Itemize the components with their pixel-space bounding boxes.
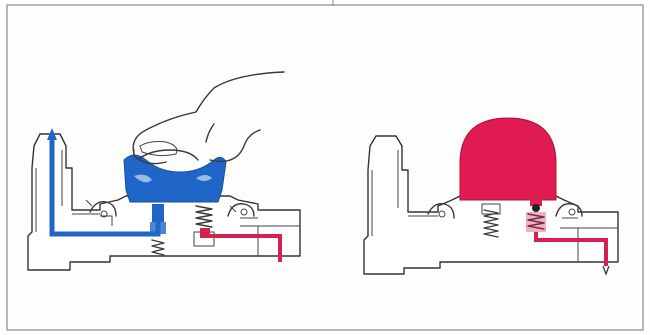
right-outlet-tip — [603, 266, 609, 274]
right-valve-ball — [532, 204, 540, 212]
left-blue-port — [152, 204, 164, 222]
right-red-cap — [460, 118, 556, 200]
right-panel-released — [364, 118, 618, 274]
left-valve-seat-blue — [150, 222, 166, 234]
finger-nail — [140, 142, 177, 156]
finger-icon — [133, 72, 284, 164]
left-red-port — [200, 228, 210, 238]
right-spring-housing — [526, 212, 546, 232]
left-panel-pressed — [28, 72, 300, 270]
